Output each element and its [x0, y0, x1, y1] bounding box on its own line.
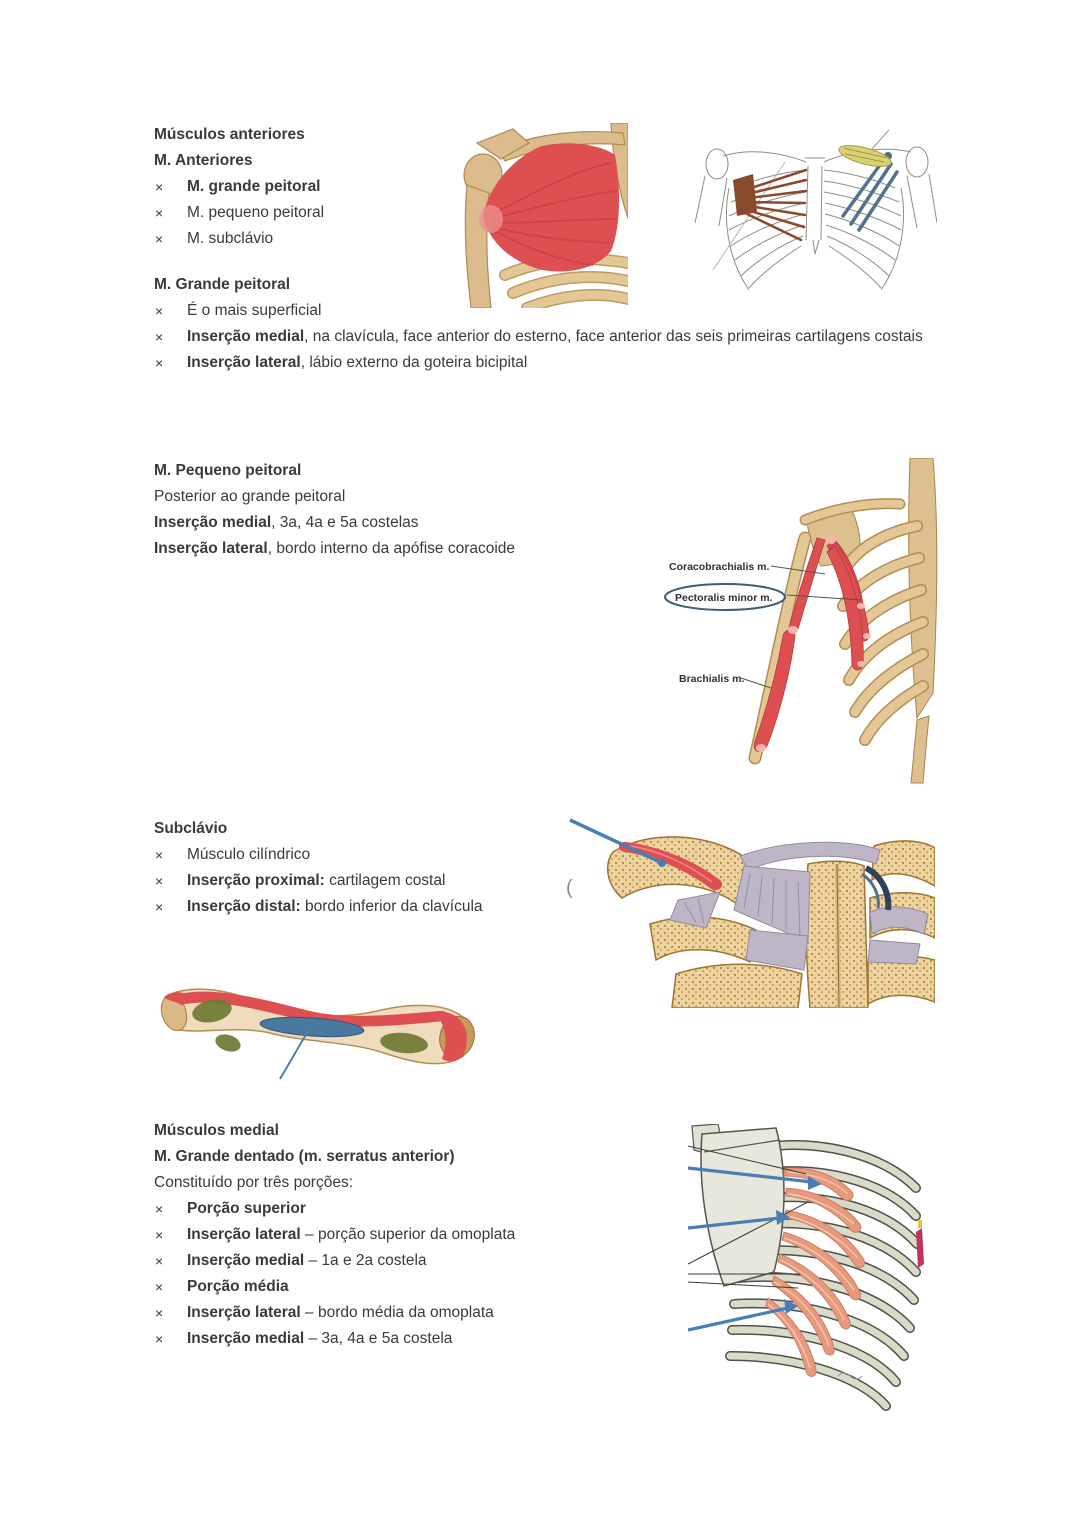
figure-pectoralis-major	[443, 123, 628, 308]
list-item: ×M. grande peitoral	[154, 174, 584, 200]
bullet-marker: ×	[155, 1227, 164, 1243]
section-musculos-anteriores: Músculos anteriores M. Anteriores ×M. gr…	[154, 122, 584, 252]
bullet-marker: ×	[155, 1305, 164, 1321]
section-title: M. Pequeno peitoral	[154, 462, 302, 479]
list-item: ×M. subclávio	[154, 226, 584, 252]
text-line: Posterior ao grande peitoral	[154, 488, 346, 505]
ligaments	[669, 841, 929, 971]
porcao-media-list: ×Porção média ×Inserção lateral – bordo …	[154, 1274, 714, 1352]
bullet-marker: ×	[155, 873, 164, 889]
section-grande-peitoral: M. Grande peitoral ×É o mais superficial…	[154, 272, 926, 376]
list-item: ×Músculo cilíndrico	[154, 842, 624, 868]
bullet-marker: ×	[155, 329, 164, 345]
pectoralis-major-illustration	[463, 123, 628, 308]
serratus-muscle-slips	[765, 1167, 865, 1377]
artist-signature	[837, 1372, 863, 1380]
list-item: ×Inserção medial, na clavícula, face ant…	[154, 324, 926, 350]
grande-peitoral-list: ×É o mais superficial ×Inserção medial, …	[154, 298, 926, 376]
porcao-superior-list: ×Porção superior ×Inserção lateral – por…	[154, 1196, 714, 1274]
list-item: ×Inserção medial – 1a e 2a costela	[154, 1248, 714, 1274]
label-brachialis: Brachialis m.	[679, 673, 744, 685]
subclavius-groove	[259, 1016, 365, 1038]
bullet-marker: ×	[155, 847, 164, 863]
text-line: Inserção medial, 3a, 4a e 5a costelas	[154, 514, 419, 531]
ligament-attachment-olive	[192, 999, 428, 1054]
bullet-marker: ×	[155, 1201, 164, 1217]
pointer-arrow	[569, 818, 661, 864]
section-subtitle: M. Grande dentado (m. serratus anterior)	[154, 1148, 455, 1165]
subclavio-list: ×Músculo cilíndrico ×Inserção proximal: …	[154, 842, 624, 920]
list-item: ×M. pequeno peitoral	[154, 200, 584, 226]
label-highlight-ellipse	[664, 583, 786, 611]
section-subclavio: Subclávio ×Músculo cilíndrico ×Inserção …	[154, 816, 624, 920]
pectoralis-minor-illustration: Coracobrachialis m. Pectoralis minor m. …	[664, 458, 938, 784]
section-subtitle: M. Anteriores	[154, 152, 253, 169]
list-item: ×Inserção proximal: cartilagem costal	[154, 868, 624, 894]
list-item: ×Inserção medial – 3a, 4a e 5a costela	[154, 1326, 714, 1352]
list-item: ×Porção média	[154, 1274, 714, 1300]
label-coracobrachialis: Coracobrachialis m.	[669, 561, 769, 573]
bullet-marker: ×	[155, 355, 164, 371]
section-pequeno-peitoral: M. Pequeno peitoral Posterior ao grande …	[154, 458, 624, 562]
paren-mark: (	[566, 877, 573, 899]
pointer-arrows	[688, 1166, 813, 1332]
thorax-line-drawing	[694, 129, 937, 291]
bullet-marker: ×	[155, 179, 164, 195]
section-musculos-medial: Músculos medial M. Grande dentado (m. se…	[154, 1118, 714, 1352]
muscle-attachment-red	[164, 991, 467, 1062]
list-item: ×É o mais superficial	[154, 298, 926, 324]
figure-thorax-line-drawing	[693, 128, 937, 305]
figure-serratus-anterior	[688, 1124, 925, 1412]
section-title: Subclávio	[154, 820, 228, 837]
bullet-marker: ×	[155, 1331, 164, 1347]
figure-pectoralis-minor: Coracobrachialis m. Pectoralis minor m. …	[655, 458, 940, 788]
list-item: ×Porção superior	[154, 1196, 714, 1222]
section-title: Músculos anteriores	[154, 126, 305, 143]
figure-sternoclavicular-joint: (	[558, 812, 935, 1008]
text-line: Inserção lateral, bordo interno da apófi…	[154, 540, 516, 557]
pointer-line	[279, 1030, 309, 1080]
label-pectoralis-minor: Pectoralis minor m.	[675, 592, 773, 604]
list-item: ×Inserção lateral – porção superior da o…	[154, 1222, 714, 1248]
pectoralis-major-muscle	[483, 143, 620, 272]
bullet-marker: ×	[155, 1279, 164, 1295]
bullet-marker: ×	[155, 899, 164, 915]
sc-joint-illustration: (	[566, 818, 935, 1008]
list-item: ×Inserção distal: bordo inferior da clav…	[154, 894, 624, 920]
list-item: ×Inserção lateral – bordo média da omopl…	[154, 1300, 714, 1326]
red-muscles	[753, 537, 870, 753]
text-line: Constituído por três porções:	[154, 1174, 354, 1191]
pectoralis-major-drawn	[743, 168, 808, 242]
subclavius-drawn	[838, 145, 892, 167]
clavicle-illustration	[160, 988, 475, 1080]
bullet-marker: ×	[155, 303, 164, 319]
pectoralis-minor-drawn	[841, 156, 899, 232]
bullet-marker: ×	[155, 1253, 164, 1269]
serratus-anterior-illustration	[688, 1124, 924, 1411]
bullet-marker: ×	[155, 231, 164, 247]
anteriores-list: ×M. grande peitoral ×M. pequeno peitoral…	[154, 174, 584, 252]
section-title: M. Grande peitoral	[154, 276, 291, 293]
bullet-marker: ×	[155, 205, 164, 221]
list-item: ×Inserção lateral, lábio externo da gote…	[154, 350, 926, 376]
figure-clavicle	[152, 955, 477, 1080]
section-title: Músculos medial	[154, 1122, 279, 1139]
